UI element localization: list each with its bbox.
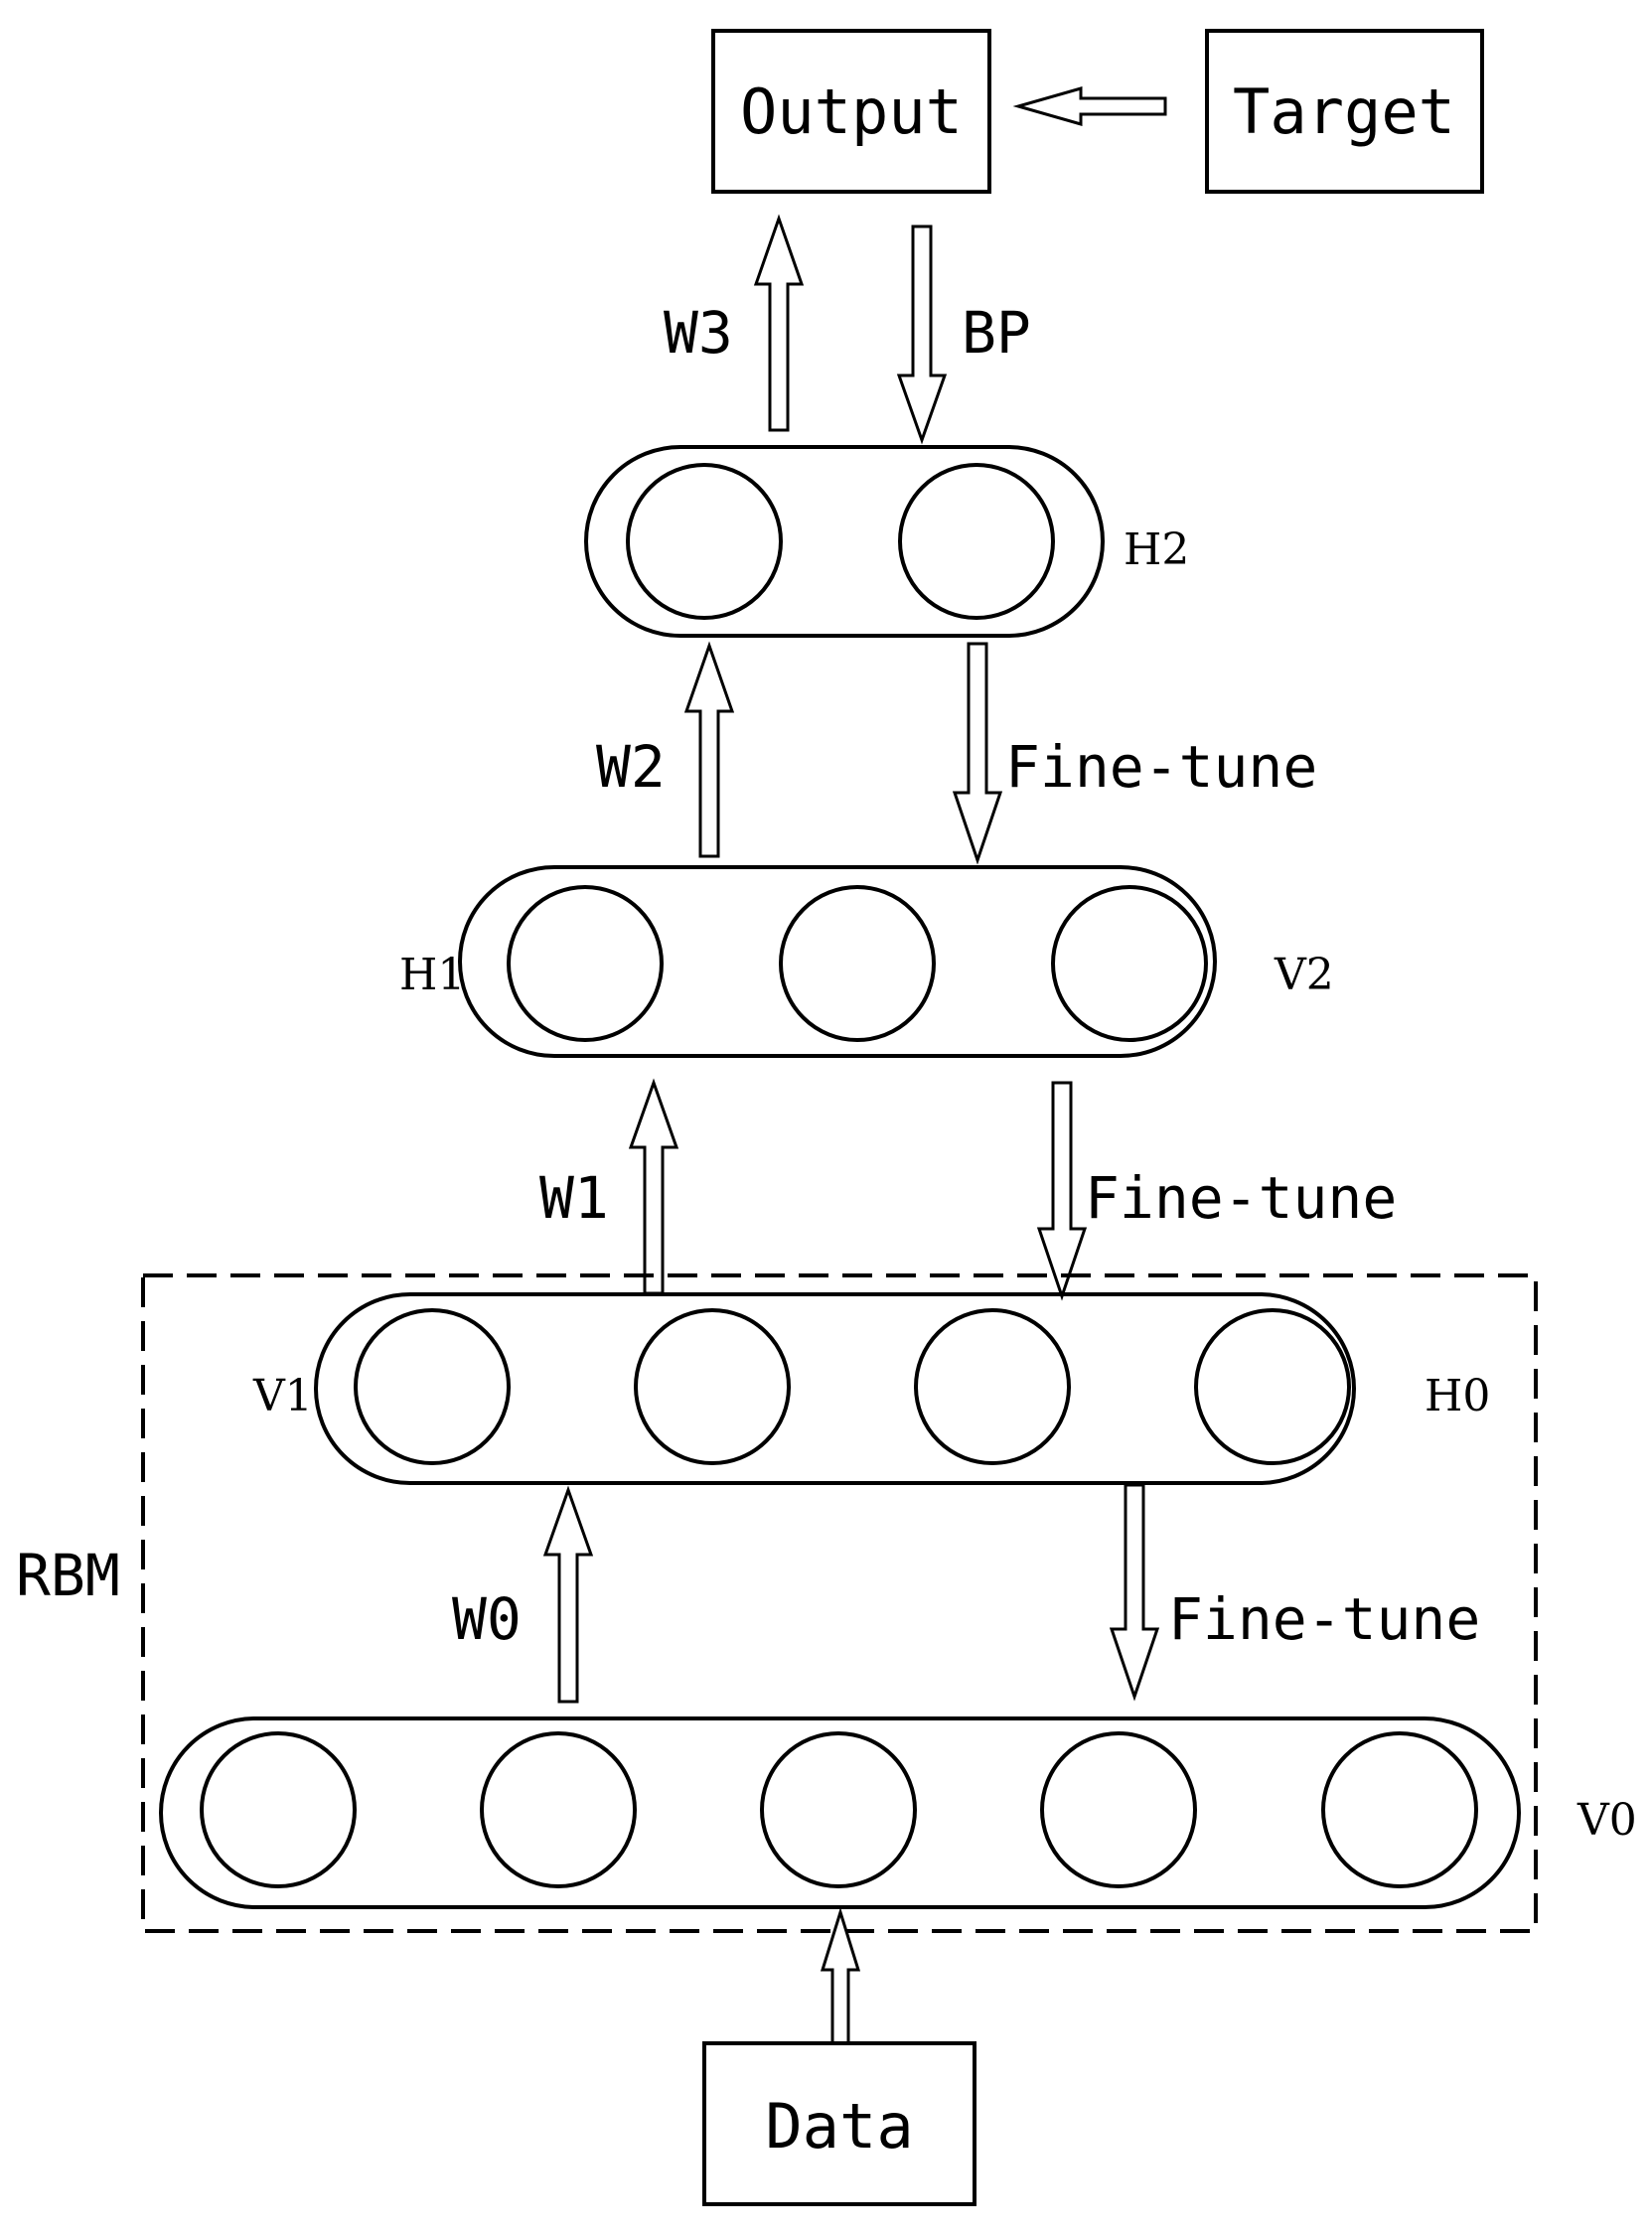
h2-node (626, 463, 783, 620)
h0-node (354, 1308, 511, 1465)
fine-tune-arrow-h1-h0 (1036, 1081, 1088, 1301)
target-label: Target (1233, 75, 1455, 148)
h2-node (898, 463, 1055, 620)
v0-layer-label: V0 (1577, 1795, 1637, 1846)
output-label: Output (740, 75, 963, 148)
h2-layer-label: H2 (1124, 524, 1189, 575)
rbm-label: RBM (16, 1542, 120, 1609)
h0-node (914, 1308, 1071, 1465)
data-box (702, 2041, 976, 2206)
h1-node (1051, 885, 1208, 1042)
h2-layer (584, 445, 1105, 638)
bp-arrow (896, 224, 948, 445)
bp-label: BP (962, 299, 1031, 367)
w2-arrow (683, 641, 735, 858)
fine-tune-label-h0-v0: Fine-tune (1168, 1585, 1480, 1653)
v1-layer-label: V1 (252, 1371, 313, 1421)
v0-node (1040, 1731, 1197, 1888)
v0-node (480, 1731, 637, 1888)
w3-arrow (753, 214, 805, 432)
rbm-boundary (141, 1273, 1538, 1933)
v0-node (760, 1731, 917, 1888)
h1-layer (458, 865, 1217, 1058)
fine-tune-arrow-h0-v0 (1109, 1483, 1160, 1702)
w1-label: W1 (539, 1164, 609, 1232)
h0-node (1194, 1308, 1351, 1465)
fine-tune-label-h1-h0: Fine-tune (1085, 1164, 1397, 1232)
fine-tune-label-h2-h1: Fine-tune (1005, 733, 1317, 801)
output-box (711, 29, 991, 194)
w0-label: W0 (452, 1585, 522, 1653)
h1-layer-label: H1 (399, 950, 465, 1000)
v0-layer (159, 1716, 1521, 1909)
v2-layer-label: V2 (1274, 950, 1334, 1000)
w0-arrow (542, 1485, 594, 1704)
target-to-output-arrow (1012, 86, 1167, 126)
h0-layer (314, 1292, 1356, 1485)
h1-node (779, 885, 936, 1042)
h1-node (507, 885, 664, 1042)
data-label: Data (765, 2090, 913, 2162)
v0-node (200, 1731, 357, 1888)
data-to-v0-arrow (820, 1906, 861, 2045)
v0-node (1321, 1731, 1478, 1888)
w2-label: W2 (596, 733, 666, 801)
w3-label: W3 (664, 299, 733, 367)
h0-node (634, 1308, 791, 1465)
fine-tune-arrow-h2-h1 (952, 642, 1003, 865)
h0-layer-label: H0 (1425, 1371, 1490, 1421)
target-box (1205, 29, 1484, 194)
w1-arrow (628, 1078, 679, 1295)
